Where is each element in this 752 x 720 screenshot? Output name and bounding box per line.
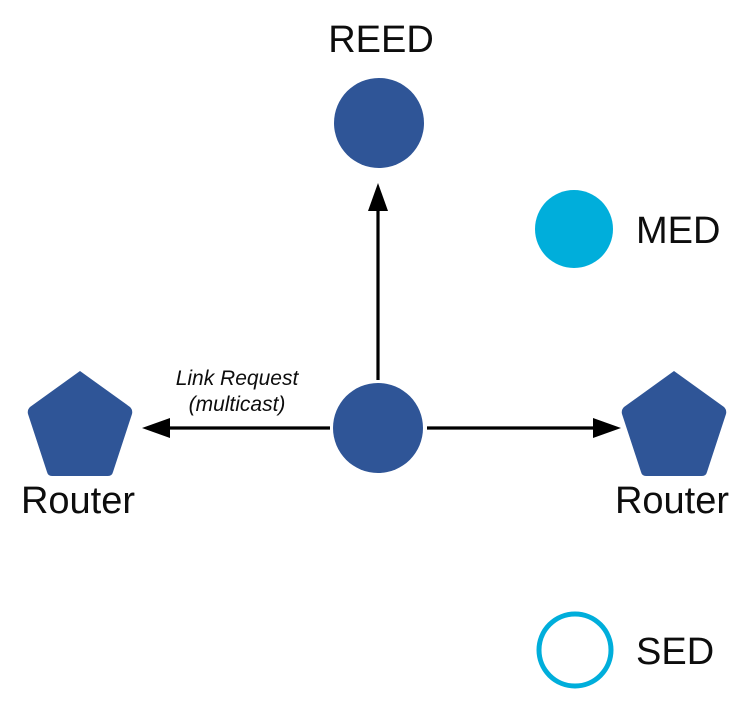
med-circle-icon[interactable] [535, 190, 613, 268]
router-right-pentagon-icon[interactable] [621, 371, 727, 476]
sed-circle-icon[interactable] [536, 611, 614, 689]
router-left-pentagon-icon[interactable] [27, 371, 133, 476]
node-sed[interactable]: SED [536, 611, 714, 689]
node-reed-label: REED [328, 19, 434, 61]
node-med[interactable]: MED [535, 190, 720, 268]
arrowhead-right-icon [593, 418, 621, 438]
edge-center-to-router-right [427, 418, 621, 438]
node-med-label: MED [636, 210, 720, 252]
arrowhead-up-icon [368, 183, 388, 211]
edge-center-to-router-left [142, 418, 330, 438]
link-request-label: Link Request (multicast) [176, 367, 300, 416]
arrowhead-left-icon [142, 418, 170, 438]
link-request-label-line1: Link Request [176, 367, 300, 390]
link-request-label-line2: (multicast) [189, 393, 286, 416]
node-reed[interactable]: REED [328, 19, 434, 168]
edge-center-to-reed [368, 183, 388, 380]
node-center-router[interactable] [333, 383, 423, 473]
node-sed-label: SED [636, 631, 714, 673]
reed-circle-icon[interactable] [334, 78, 424, 168]
node-router-right[interactable]: Router [615, 371, 729, 522]
node-router-right-label: Router [615, 480, 729, 522]
center-router-circle-icon[interactable] [333, 383, 423, 473]
node-router-left-label: Router [21, 480, 135, 522]
node-router-left[interactable]: Router [21, 371, 135, 522]
